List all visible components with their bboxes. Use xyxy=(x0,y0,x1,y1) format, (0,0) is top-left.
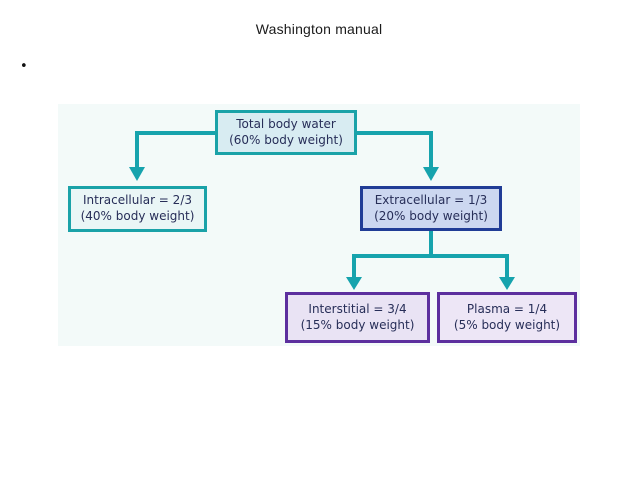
node-sublabel: (40% body weight) xyxy=(80,209,195,223)
node-interstitial: Interstitial = 3/4 (15% body weight) xyxy=(285,292,430,343)
node-intracellular: Intracellular = 2/3 (40% body weight) xyxy=(68,186,207,232)
node-plasma: Plasma = 1/4 (5% body weight) xyxy=(437,292,577,343)
node-label: Plasma = 1/4 xyxy=(466,301,548,316)
slide-title: Washington manual xyxy=(255,21,383,37)
node-label: Intracellular = 2/3 xyxy=(82,193,192,208)
node-total-body-water: Total body water (60% body weight) xyxy=(215,110,357,155)
node-label: Interstitial = 3/4 xyxy=(308,301,407,316)
node-sublabel: (60% body weight) xyxy=(229,132,343,147)
list-bullet: • xyxy=(20,59,28,74)
node-label: Extracellular = 1/3 xyxy=(374,192,488,207)
node-sublabel: (15% body weight) xyxy=(300,317,415,332)
node-label: Total body water xyxy=(236,116,336,131)
node-sublabel: (20% body weight) xyxy=(374,208,488,223)
node-sublabel: (5% body weight) xyxy=(453,317,561,332)
node-extracellular: Extracellular = 1/3 (20% body weight) xyxy=(360,186,502,231)
